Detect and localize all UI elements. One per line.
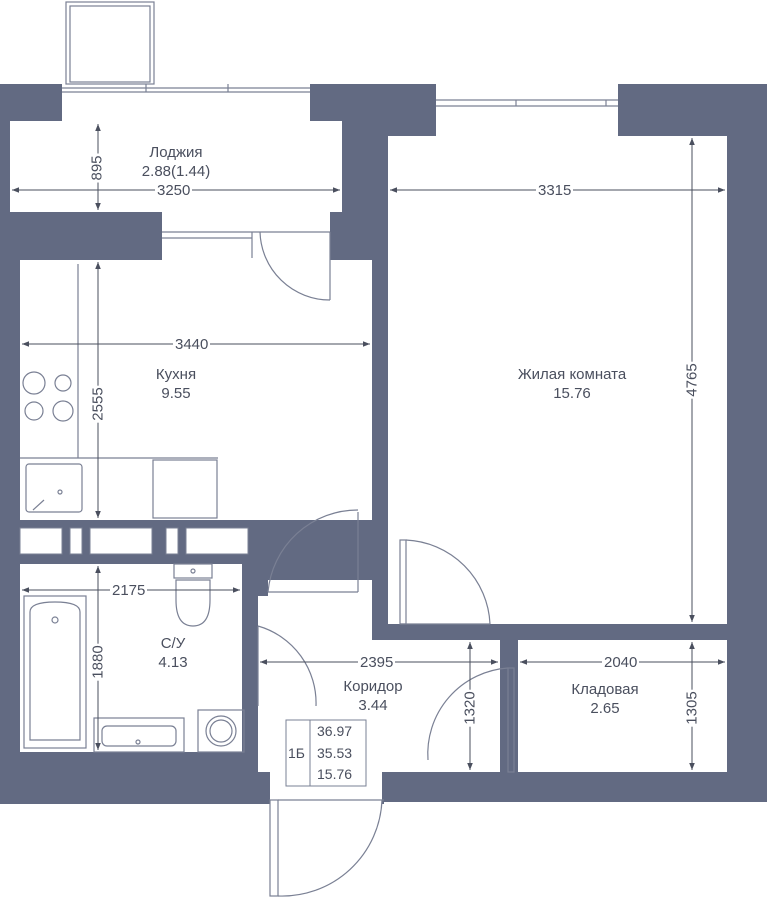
- wall-storage-left: [500, 624, 518, 772]
- stamp-type: 1Б: [288, 745, 305, 761]
- kitchen-loggia-window: [162, 231, 331, 301]
- room-area: 4.13: [158, 654, 188, 671]
- dim-living-height: 4765: [683, 361, 701, 399]
- room-storage: Кладовая 2.65: [571, 680, 638, 718]
- wall-bath-corridor: [242, 564, 258, 772]
- stamp-living-area: 15.76: [317, 766, 353, 782]
- room-area: 2.88(1.44): [141, 163, 211, 180]
- partition-blocks: [19, 527, 249, 555]
- dim-loggia-width: 3250: [155, 182, 193, 199]
- storage-door: [427, 667, 515, 773]
- room-corridor: Коридор 3.44: [343, 677, 402, 715]
- dim-living-width: 3315: [536, 182, 574, 199]
- kitchen-furniture: [20, 264, 218, 519]
- room-area: 9.55: [161, 385, 191, 402]
- bathroom-fixtures: [23, 563, 245, 753]
- room-name: Жилая комната: [517, 366, 627, 383]
- stamp-living-total-area: 35.53: [317, 745, 353, 761]
- room-name: Лоджия: [149, 144, 203, 161]
- dim-storage-width: 2040: [602, 654, 640, 671]
- room-living: Жилая комната 15.76: [518, 365, 626, 403]
- stamp-total-area: 36.97: [317, 723, 353, 739]
- dim-bathroom-height: 1880: [89, 643, 107, 681]
- dim-corridor-width: 2395: [358, 654, 396, 671]
- dim-corridor-height: 1320: [461, 689, 479, 727]
- room-name: С/У: [160, 635, 186, 652]
- room-name: Кладовая: [571, 681, 639, 698]
- dim-storage-height: 1305: [683, 689, 701, 727]
- kitchen-door: [267, 509, 359, 593]
- room-area: 2.65: [590, 700, 620, 717]
- living-door: [399, 539, 491, 625]
- room-area: 3.44: [358, 697, 388, 714]
- stamp-box: [285, 719, 367, 787]
- living-window: [436, 99, 618, 107]
- room-kitchen: Кухня 9.55: [156, 365, 196, 403]
- entrance-door: [269, 799, 384, 897]
- dim-kitchen-width: 3440: [173, 336, 211, 353]
- room-bathroom: С/У 4.13: [158, 634, 187, 672]
- dim-kitchen-height: 2555: [89, 385, 107, 423]
- wall-living-bottom: [372, 596, 388, 640]
- room-area: 15.76: [553, 385, 591, 402]
- room-name: Коридор: [343, 678, 403, 695]
- wall-living-left: [372, 136, 388, 596]
- room-loggia: Лоджия 2.88(1.44): [142, 143, 210, 181]
- wall-living-storage: [386, 624, 727, 640]
- openings: [62, 84, 618, 804]
- dim-loggia-height: 895: [88, 153, 106, 183]
- bathroom-door: [257, 625, 317, 707]
- loggia-balcony: [62, 1, 310, 93]
- dim-bathroom-width: 2175: [110, 582, 148, 599]
- room-name: Кухня: [155, 366, 197, 383]
